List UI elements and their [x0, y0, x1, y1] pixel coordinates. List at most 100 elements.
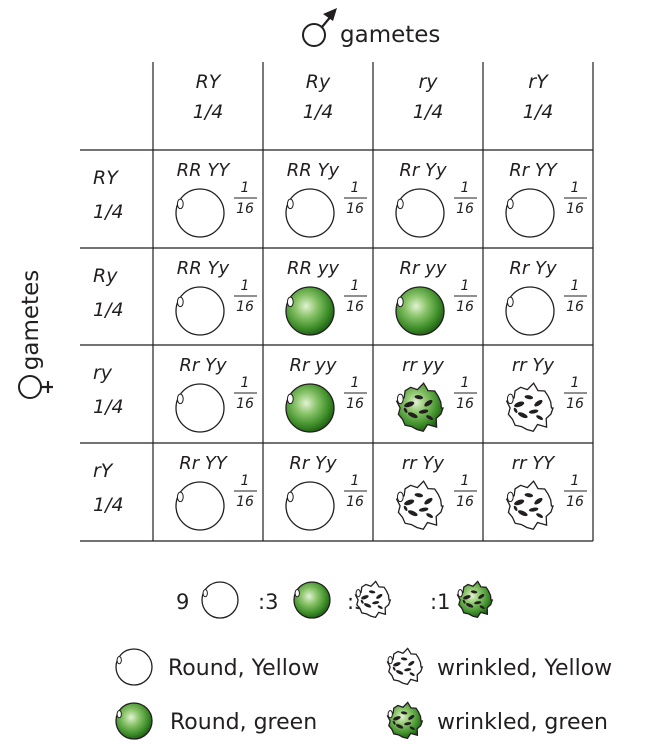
- ratio-label: :1: [430, 590, 450, 614]
- round-green-pea-icon: [395, 286, 445, 336]
- cell-prob-numerator: 1: [351, 375, 360, 391]
- wrinkled-yellow-pea-icon: [505, 382, 554, 432]
- ratio-label: 9: [176, 590, 189, 614]
- cell-genotype: RR YY: [177, 160, 232, 181]
- row-freq: 1/4: [93, 396, 124, 418]
- cell-prob-numerator: 1: [461, 278, 470, 294]
- row-freq: 1/4: [93, 201, 124, 223]
- column-freq: 1/4: [523, 101, 554, 123]
- punnett-cell: rr YY 1 16: [505, 453, 587, 530]
- cell-genotype: rr yy: [402, 355, 444, 376]
- legend-item: Round, green: [115, 702, 317, 740]
- cell-prob-denominator: 16: [456, 201, 474, 217]
- cell-genotype: rr YY: [512, 453, 557, 474]
- cell-genotype: Rr Yy: [289, 453, 337, 474]
- round-green-pea-icon: [285, 286, 335, 336]
- column-allele: Ry: [306, 71, 331, 93]
- wrinkled-yellow-pea-icon: [395, 480, 444, 530]
- cell-prob-numerator: 1: [241, 375, 250, 391]
- ratio-item: :3: [347, 580, 392, 619]
- cell-genotype: RR Yy: [177, 258, 230, 279]
- cell-prob-numerator: 1: [461, 375, 470, 391]
- grid-lines: [80, 62, 594, 542]
- round-yellow-pea-icon: [115, 648, 153, 686]
- cell-prob-numerator: 1: [571, 375, 580, 391]
- cell-prob-numerator: 1: [571, 180, 580, 196]
- legend-label: wrinkled, Yellow: [437, 656, 612, 681]
- column-freq: 1/4: [413, 101, 444, 123]
- round-yellow-pea-icon: [505, 188, 555, 238]
- cell-prob-denominator: 16: [566, 396, 584, 412]
- cell-prob-denominator: 16: [236, 201, 254, 217]
- ratio-item: :3: [258, 581, 331, 619]
- wrinkled-yellow-pea-icon: [386, 647, 424, 686]
- cell-prob-numerator: 1: [571, 278, 580, 294]
- row-freq: 1/4: [93, 494, 124, 516]
- column-allele: rY: [528, 71, 549, 93]
- round-yellow-pea-icon: [285, 188, 335, 238]
- row-allele: Ry: [93, 265, 118, 287]
- column-allele: RY: [196, 71, 222, 93]
- cell-prob-denominator: 16: [346, 396, 364, 412]
- round-yellow-pea-icon: [395, 188, 445, 238]
- cell-genotype: Rr yy: [400, 258, 447, 279]
- legend-item: wrinkled, green: [386, 701, 608, 740]
- cell-prob-denominator: 16: [566, 494, 584, 510]
- cell-prob-numerator: 1: [571, 473, 580, 489]
- ratio-item: :1: [430, 580, 494, 619]
- row-allele: RY: [93, 167, 119, 189]
- cell-genotype: rr Yy: [402, 453, 445, 474]
- round-yellow-pea-icon: [175, 481, 225, 531]
- punnett-cell: RR Yy 1 16: [175, 258, 257, 336]
- cell-prob-denominator: 16: [566, 299, 584, 315]
- cell-prob-numerator: 1: [241, 473, 250, 489]
- cell-genotype: Rr Yy: [509, 258, 557, 279]
- cell-prob-numerator: 1: [241, 180, 250, 196]
- female-gametes-label: gametes: [18, 270, 44, 370]
- cell-genotype: Rr yy: [290, 355, 337, 376]
- round-yellow-pea-icon: [175, 286, 225, 336]
- wrinkled-green-pea-icon: [386, 701, 424, 740]
- cell-prob-denominator: 16: [346, 494, 364, 510]
- cell-genotype: RR yy: [287, 258, 339, 279]
- round-green-pea-icon: [115, 702, 153, 740]
- round-yellow-pea-icon: [285, 481, 335, 531]
- row-freq: 1/4: [93, 299, 124, 321]
- round-green-pea-icon: [293, 581, 331, 619]
- punnett-cell: Rr yy 1 16: [395, 258, 477, 336]
- legend-label: wrinkled, green: [437, 710, 608, 735]
- round-yellow-pea-icon: [175, 188, 225, 238]
- phenotype-ratio: 9 :3 :3 :1: [176, 580, 494, 619]
- row-allele: ry: [93, 362, 113, 384]
- cell-prob-numerator: 1: [351, 278, 360, 294]
- legend-label: Round, green: [170, 710, 317, 735]
- cell-prob-denominator: 16: [236, 396, 254, 412]
- round-yellow-pea-icon: [505, 286, 555, 336]
- cell-prob-numerator: 1: [241, 278, 250, 294]
- cell-prob-denominator: 16: [236, 299, 254, 315]
- cell-prob-denominator: 16: [456, 299, 474, 315]
- cell-genotype: Rr YY: [509, 160, 559, 181]
- column-allele: ry: [418, 71, 438, 93]
- female-header: gametes: [18, 270, 44, 370]
- punnett-cell: Rr yy 1 16: [285, 355, 367, 433]
- punnett-cell: RR yy 1 16: [285, 258, 367, 336]
- cell-prob-numerator: 1: [351, 180, 360, 196]
- wrinkled-yellow-pea-icon: [354, 580, 392, 619]
- cell-prob-denominator: 16: [456, 494, 474, 510]
- wrinkled-green-pea-icon: [395, 382, 444, 432]
- legend-label: Round, Yellow: [168, 656, 319, 681]
- female-symbol-icon: [18, 375, 53, 399]
- male-symbol-icon: [302, 8, 337, 47]
- cell-prob-denominator: 16: [346, 299, 364, 315]
